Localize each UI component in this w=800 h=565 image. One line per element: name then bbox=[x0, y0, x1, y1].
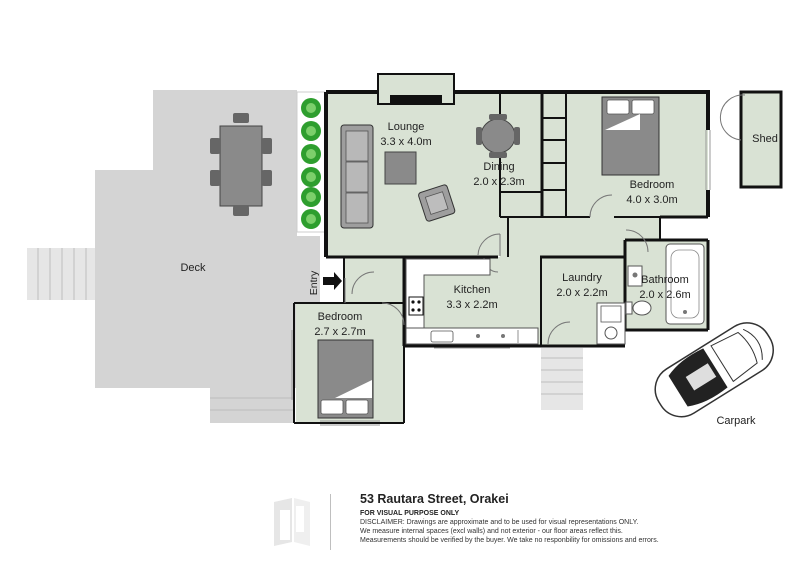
dining-table bbox=[476, 114, 520, 158]
bedroom2-name: Bedroom bbox=[318, 311, 363, 323]
bed-main bbox=[601, 96, 660, 176]
bedroom1-dims: 4.0 x 3.0m bbox=[626, 194, 677, 206]
bathroom-fittings bbox=[625, 243, 705, 325]
sofa bbox=[340, 124, 374, 229]
disclaimer-line: DISCLAIMER: Drawings are approximate and… bbox=[360, 519, 639, 526]
entry-arrow-icon bbox=[323, 272, 342, 290]
bedroom1-name: Bedroom bbox=[630, 179, 675, 191]
dining-name: Dining bbox=[483, 161, 514, 173]
laundry-dims: 2.0 x 2.2m bbox=[556, 287, 607, 299]
deck-area bbox=[27, 90, 320, 423]
walls bbox=[293, 90, 783, 424]
visual-notice: FOR VISUAL PURPOSE ONLY bbox=[360, 510, 460, 517]
laundry-fittings bbox=[596, 302, 626, 345]
kitchen-name: Kitchen bbox=[454, 284, 491, 296]
kitchen-benches bbox=[405, 258, 539, 345]
entry-name: Entry bbox=[308, 270, 320, 295]
coffee-table bbox=[384, 151, 417, 185]
logo-icon bbox=[270, 496, 314, 548]
bathroom-name: Bathroom bbox=[641, 274, 689, 286]
door-swings bbox=[344, 94, 746, 345]
room-labels: Lounge 3.3 x 4.0m Dining 2.0 x 2.3m Bedr… bbox=[180, 121, 777, 427]
carpark-name: Carpark bbox=[716, 415, 756, 427]
lounge-name: Lounge bbox=[388, 121, 425, 133]
shed-name: Shed bbox=[752, 133, 778, 145]
planter bbox=[296, 91, 326, 233]
dining-dims: 2.0 x 2.3m bbox=[473, 176, 524, 188]
disclaimer-line: Measurements should be verified by the b… bbox=[360, 537, 659, 544]
outdoor-table bbox=[210, 113, 272, 216]
property-address: 53 Rautara Street, Orakei bbox=[360, 492, 509, 506]
disclaimer-line: We measure internal spaces (excl walls) … bbox=[360, 528, 623, 535]
rear-steps bbox=[541, 348, 583, 410]
kitchen-dims: 3.3 x 2.2m bbox=[446, 299, 497, 311]
deck-steps-left bbox=[27, 248, 95, 300]
fireplace bbox=[377, 73, 455, 105]
footer-divider bbox=[330, 494, 331, 550]
bathroom-dims: 2.0 x 2.6m bbox=[639, 289, 690, 301]
deck-name: Deck bbox=[180, 262, 206, 274]
armchair bbox=[418, 184, 456, 222]
car-icon bbox=[654, 322, 774, 418]
bed-second bbox=[317, 339, 374, 419]
lounge-dims: 3.3 x 4.0m bbox=[380, 136, 431, 148]
bedroom2-dims: 2.7 x 2.7m bbox=[314, 326, 365, 338]
footer-text: 53 Rautara Street, Orakei FOR VISUAL PUR… bbox=[360, 492, 790, 545]
laundry-name: Laundry bbox=[562, 272, 602, 284]
footer: 53 Rautara Street, Orakei FOR VISUAL PUR… bbox=[270, 492, 790, 557]
